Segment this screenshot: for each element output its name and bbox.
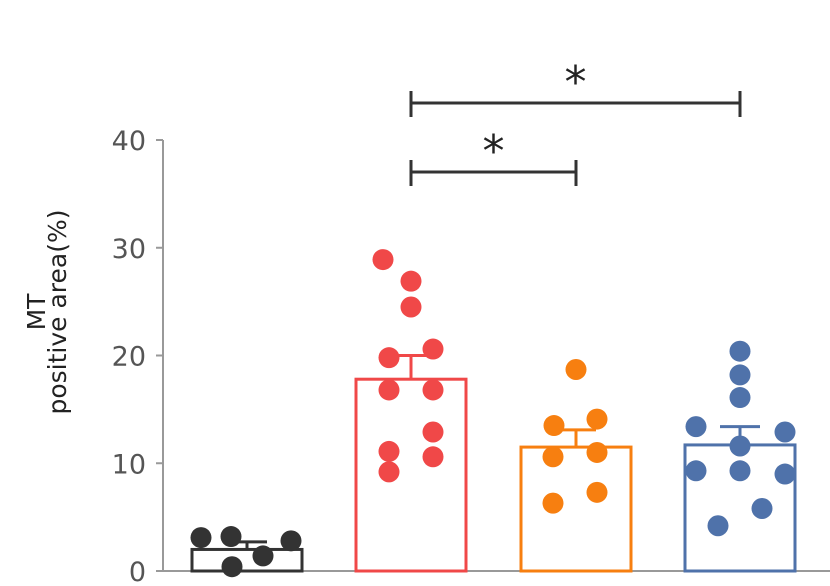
data-point (707, 515, 729, 537)
y-tick-label: 20 (112, 342, 146, 373)
data-point (378, 440, 400, 462)
data-point (252, 545, 274, 567)
bar-1 (190, 547, 304, 573)
data-point (586, 441, 608, 463)
bar-3 (519, 445, 633, 573)
data-point (400, 296, 422, 318)
data-point (586, 408, 608, 430)
bar-2 (354, 377, 468, 573)
data-point (729, 435, 751, 457)
data-point (400, 270, 422, 292)
y-tick-label: 40 (112, 126, 146, 157)
data-point (565, 359, 587, 381)
y-tick-label: 0 (129, 557, 146, 586)
data-point (378, 347, 400, 369)
data-points (190, 249, 796, 578)
significance-label: * (483, 126, 505, 177)
data-point (280, 530, 302, 552)
data-point (372, 249, 394, 271)
y-axis-label-line2: positive area(%) (43, 209, 72, 414)
data-point (542, 446, 564, 468)
significance-brackets: ** (409, 57, 742, 186)
data-point (543, 415, 565, 437)
significance-label: * (565, 57, 587, 108)
data-point (221, 556, 243, 578)
data-point (378, 461, 400, 483)
y-tick-label: 30 (112, 234, 146, 265)
data-point (542, 492, 564, 514)
data-point (422, 421, 444, 443)
bars (190, 354, 797, 573)
data-point (586, 481, 608, 503)
data-point (774, 463, 796, 485)
data-point (190, 527, 212, 549)
data-point (685, 416, 707, 438)
data-point (422, 338, 444, 360)
data-point (729, 364, 751, 386)
data-point (729, 387, 751, 409)
data-point (422, 446, 444, 468)
data-point (729, 460, 751, 482)
data-point (378, 379, 400, 401)
data-point (729, 340, 751, 362)
y-axis-label-line1: MT (22, 293, 51, 331)
data-point (685, 460, 707, 482)
y-tick-label: 10 (112, 449, 146, 480)
data-point (774, 421, 796, 443)
data-point (422, 379, 444, 401)
data-point (220, 526, 242, 548)
data-point (751, 498, 773, 520)
